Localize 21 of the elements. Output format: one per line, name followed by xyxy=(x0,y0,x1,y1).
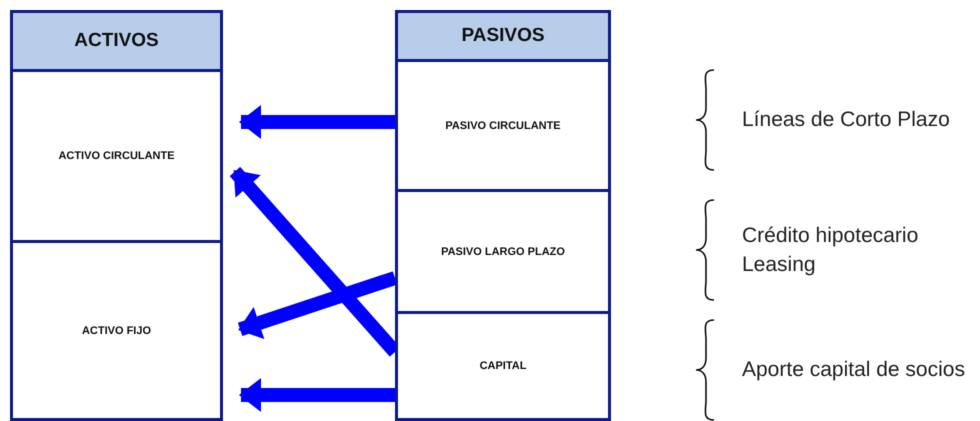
arrow xyxy=(239,105,395,139)
category-label: ACTIVO CIRCULANTE xyxy=(58,150,175,162)
description-text: Crédito hipotecario xyxy=(742,222,920,249)
header-box xyxy=(10,10,223,72)
category-box xyxy=(395,189,611,314)
category-label: PASIVO CIRCULANTE xyxy=(445,120,561,132)
description-text: Leasing xyxy=(742,252,817,278)
header-text: PASIVOS xyxy=(461,25,545,47)
category-box xyxy=(395,59,611,192)
description-text: Aporte capital de socios xyxy=(742,357,966,384)
category-box xyxy=(10,69,223,243)
header-box xyxy=(395,10,611,62)
category-box xyxy=(395,311,611,421)
category-label: CAPITAL xyxy=(480,360,526,372)
category-box xyxy=(10,240,223,421)
arrow xyxy=(239,378,395,412)
category-label: PASIVO LARGO PLAZO xyxy=(441,246,565,258)
category-label: ACTIVO FIJO xyxy=(82,324,152,336)
description-text: Líneas de Corto Plazo xyxy=(742,107,951,134)
arrow xyxy=(238,271,398,340)
header-text: ACTIVOS xyxy=(74,30,159,52)
